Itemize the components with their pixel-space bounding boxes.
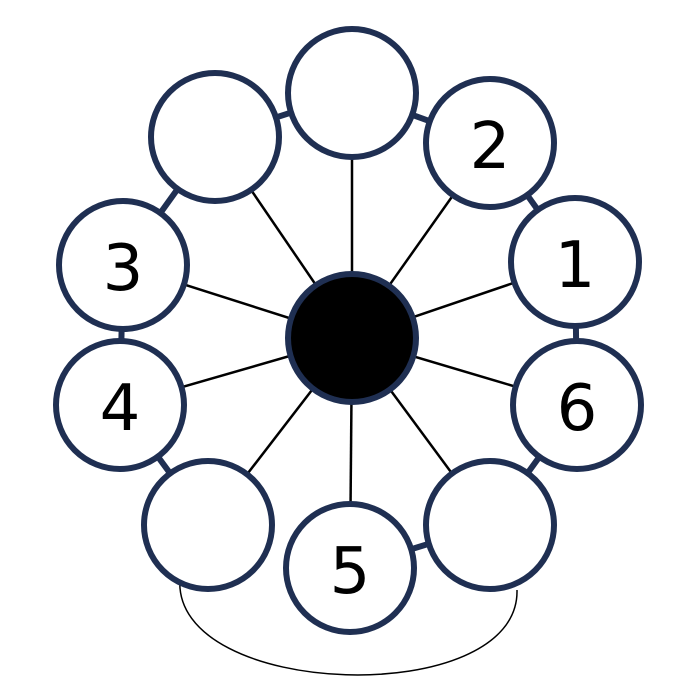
- nodes: 21 6 5 4 3: [53, 26, 644, 635]
- node-circle: [285, 26, 419, 160]
- node-label: 2: [470, 110, 511, 184]
- node-label: 1: [555, 229, 596, 303]
- node-circle: [56, 198, 190, 332]
- node-label: 5: [330, 535, 371, 609]
- node-bottom-right: [423, 458, 557, 592]
- node-right-lower: 6: [510, 338, 644, 472]
- node-top: [285, 26, 419, 160]
- node-right-upper: 1: [508, 195, 642, 329]
- node-circle: [423, 458, 557, 592]
- node-circle: [510, 338, 644, 472]
- node-left-lower: 4: [53, 338, 187, 472]
- node-circle: [283, 501, 417, 635]
- node-circle: [141, 458, 275, 592]
- node-top-right: 2: [423, 76, 557, 210]
- node-circle: [508, 195, 642, 329]
- node-bottom: 5: [283, 501, 417, 635]
- node-label: 6: [557, 372, 598, 446]
- node-left-upper: 3: [56, 198, 190, 332]
- center-hub: [285, 271, 419, 405]
- node-circle: [423, 76, 557, 210]
- node-label: 4: [100, 372, 141, 446]
- node-circle: [148, 70, 282, 204]
- node-circle: [53, 338, 187, 472]
- bottom-arc-connector: [179, 577, 518, 676]
- node-top-left: [148, 70, 282, 204]
- node-label: 3: [103, 232, 144, 306]
- node-bottom-left: [141, 458, 275, 592]
